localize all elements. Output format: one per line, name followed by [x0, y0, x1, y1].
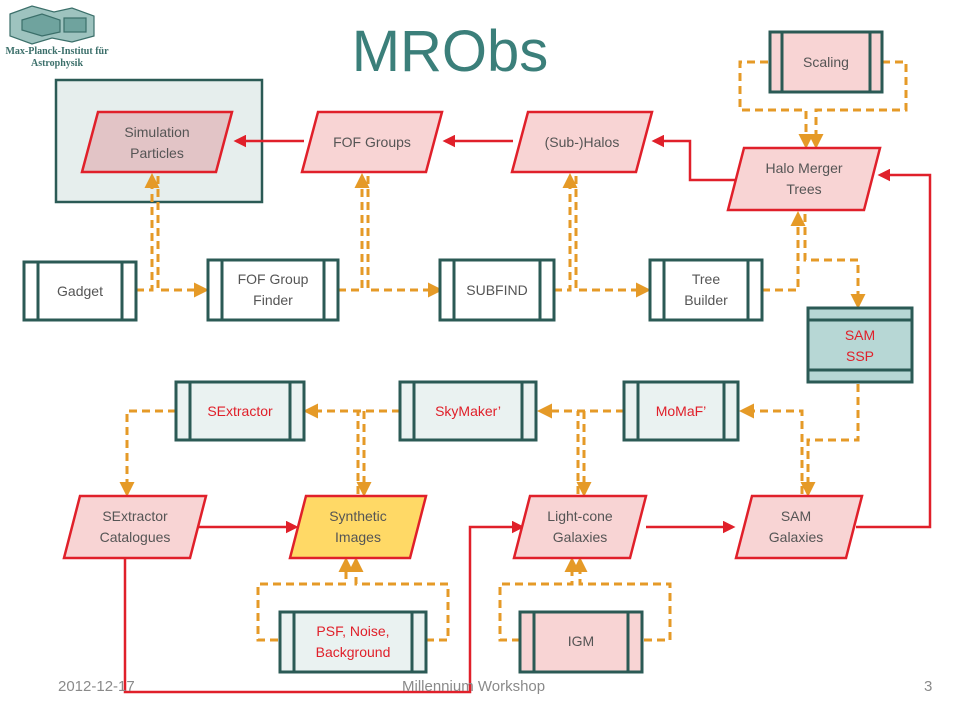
node-scaling: Scaling: [768, 30, 884, 94]
edge-samssp-samgalaxies: [800, 384, 860, 497]
tree-builder-label-2: Builder: [684, 292, 728, 308]
node-psf-noise-background: PSF, Noise, Background: [278, 610, 428, 674]
node-subfind: SUBFIND: [438, 258, 556, 322]
edge-gadget-fofgroupfinder: [136, 173, 160, 292]
node-tree-builder: Tree Builder: [648, 258, 764, 322]
lightcone-label-2: Galaxies: [553, 529, 607, 545]
edge-mergertrees-subhalos: [651, 134, 740, 182]
edge-igm-lightcone-right: [572, 557, 672, 642]
edge-subfind-treebuilder: [574, 176, 651, 298]
sam-galaxies-label-1: SAM: [781, 508, 811, 524]
logo-line2: Astrophysik: [30, 58, 84, 69]
gadget-label: Gadget: [57, 283, 103, 299]
edge-psf-synthetic-right: [348, 557, 450, 642]
edge-treebuilder-mergertrees: [762, 211, 806, 292]
scaling-label: Scaling: [803, 54, 849, 70]
node-sextractor: SExtractor: [174, 380, 306, 442]
node-synthetic-images: Synthetic Images: [288, 494, 428, 560]
fof-group-finder-label-2: Finder: [253, 292, 293, 308]
node-sextractor-catalogues: SExtractor Catalogues: [62, 494, 208, 560]
edge-scaling-loop-right: [808, 60, 908, 149]
lightcone-label-1: Light-cone: [547, 508, 613, 524]
logo-text: Max-Planck-Institut für Astrophysik: [2, 46, 112, 70]
node-subhalos: (Sub-)Halos: [510, 110, 654, 174]
node-fof-groups: FOF Groups: [300, 110, 444, 174]
edge-samgalaxies-momaf: [739, 403, 804, 494]
sextractor-label: SExtractor: [207, 403, 273, 419]
node-sam-ssp: SAM SSP: [806, 306, 914, 384]
edge-sextractor-catalogues: [119, 409, 176, 497]
tree-builder-label-1: Tree: [692, 271, 720, 287]
subhalos-label: (Sub-)Halos: [545, 134, 620, 150]
edge-samgal-mergertrees: [856, 168, 932, 529]
sam-galaxies-label-2: Galaxies: [769, 529, 823, 545]
node-simulation-particles: Simulation Particles: [80, 110, 234, 174]
edge-psf-synthetic-left: [256, 557, 354, 642]
footer-event: Millennium Workshop: [402, 678, 546, 695]
footer-date: 2012-12-17: [58, 678, 135, 695]
edge-scaling-loop-left: [738, 60, 814, 149]
node-skymaker: SkyMaker’: [398, 380, 538, 442]
node-momaf: MoMaF’: [622, 380, 740, 442]
edge-subfind-subhalos: [554, 173, 578, 292]
node-fof-group-finder: FOF Group Finder: [206, 258, 340, 322]
synthetic-label-1: Synthetic: [329, 508, 387, 524]
sam-ssp-label-1: SAM: [845, 327, 875, 343]
skymaker-label: SkyMaker’: [435, 403, 501, 419]
node-gadget: Gadget: [22, 260, 138, 322]
node-halo-merger-trees: Halo Merger Trees: [726, 146, 882, 212]
edge-catalogues-lightcone: [123, 520, 525, 694]
edge-igm-lightcone-left: [498, 557, 580, 642]
merger-trees-label-1: Halo Merger: [765, 160, 842, 176]
psf-label-2: Background: [316, 644, 391, 660]
node-igm: IGM: [518, 610, 644, 674]
catalogues-label-1: SExtractor: [102, 508, 168, 524]
edge-gadget-fofgroupfinder-b: [156, 176, 209, 298]
sim-particles-label-2: Particles: [130, 145, 184, 161]
catalogues-label-2: Catalogues: [100, 529, 171, 545]
merger-trees-label-2: Trees: [786, 181, 821, 197]
node-lightcone-galaxies: Light-cone Galaxies: [512, 494, 648, 560]
synthetic-label-2: Images: [335, 529, 381, 545]
mpa-logo: [9, 5, 95, 45]
sam-ssp-label-2: SSP: [846, 348, 874, 364]
logo-line1: Max-Planck-Institut für: [5, 46, 109, 57]
edge-fofgroupfinder-subfind: [366, 176, 443, 298]
node-sam-galaxies: SAM Galaxies: [734, 494, 864, 560]
page-title: MRObs: [351, 19, 549, 84]
momaf-label: MoMaF’: [656, 403, 707, 419]
edge-fofgroupfinder-fofgroups: [338, 173, 370, 292]
footer-page-number: 3: [924, 678, 933, 695]
fof-group-finder-label-1: FOF Group: [238, 271, 309, 287]
subfind-label: SUBFIND: [466, 282, 527, 298]
igm-label: IGM: [568, 633, 594, 649]
sim-particles-label-1: Simulation: [124, 124, 189, 140]
edge-mergertrees-samssp: [803, 214, 866, 309]
psf-label-1: PSF, Noise,: [316, 623, 389, 639]
fof-groups-label: FOF Groups: [333, 134, 411, 150]
